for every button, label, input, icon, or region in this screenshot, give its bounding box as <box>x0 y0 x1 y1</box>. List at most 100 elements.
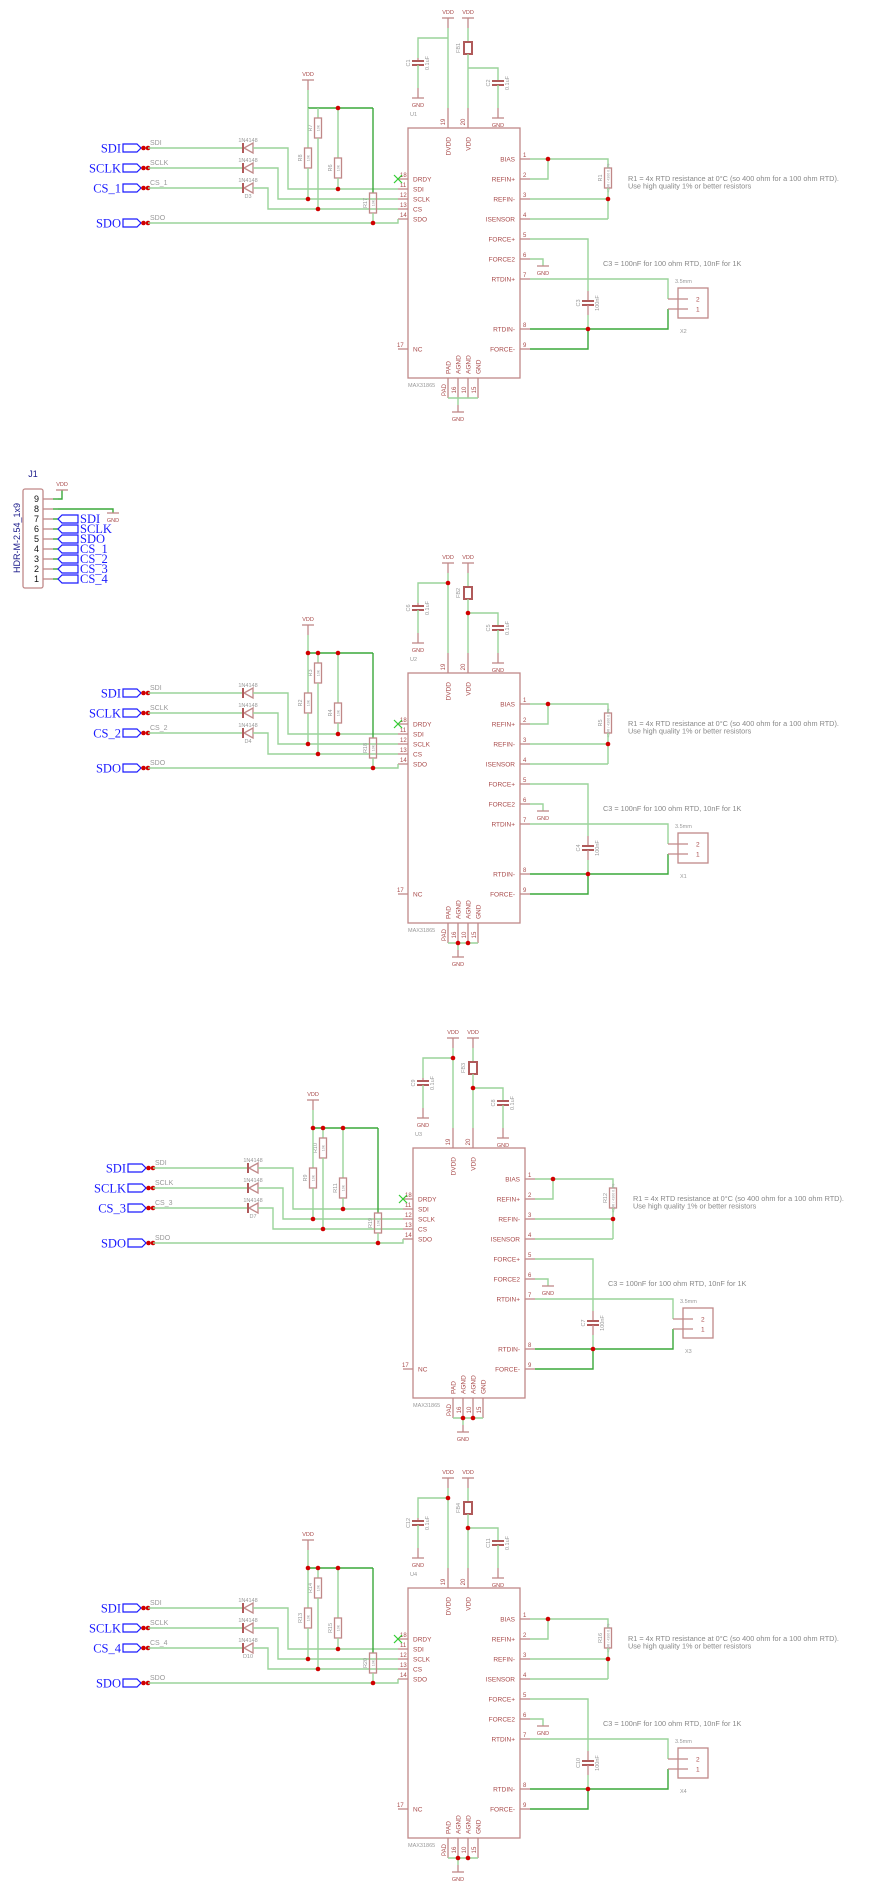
pin-name: DVDD <box>446 1597 453 1616</box>
pin-name: AGND <box>456 900 463 919</box>
pin-name: DVDD <box>446 682 453 701</box>
junction-dot <box>315 1565 321 1571</box>
diode: 1N4148 <box>238 138 258 155</box>
header-port-label: CS_2 <box>80 552 108 566</box>
header-port-shape <box>57 554 79 564</box>
junction-dot <box>305 196 311 202</box>
vdd-label: VDD <box>442 555 454 561</box>
capacitor-value: 100nF <box>595 1755 601 1771</box>
port-shape <box>127 1238 147 1248</box>
junction-dot <box>141 185 146 191</box>
wire <box>58 508 114 513</box>
junction-dot <box>605 196 611 202</box>
pin-name: BIAS <box>500 1616 515 1623</box>
wire <box>530 238 589 291</box>
header-pin-number: 4 <box>34 544 39 554</box>
no-connect-mark <box>393 719 403 729</box>
junction-dot <box>445 1495 451 1501</box>
wire <box>417 1497 448 1518</box>
note-r-ref: R1 = 4x RTD resistance at 0°C (so 400 oh… <box>628 719 839 728</box>
pin-number: 12 <box>400 738 407 744</box>
diode-triangle <box>242 686 254 700</box>
vdd-label: VDD <box>56 482 68 488</box>
ferrite-body <box>468 1061 478 1075</box>
capacitor-value: 100nF <box>595 840 601 856</box>
wire <box>417 582 448 603</box>
pin-number: 3 <box>528 1213 532 1219</box>
resistor-value: 430R / 4300 0.1% <box>606 1623 610 1653</box>
wire <box>253 732 398 755</box>
junction-dot <box>320 1226 326 1232</box>
port-shape <box>122 143 142 153</box>
port-shape <box>122 163 142 173</box>
port-label: CS_1 <box>93 181 121 195</box>
gnd-label: GND <box>457 1437 469 1443</box>
resistor-ref: R1 <box>598 174 604 181</box>
note-c-filter: C3 = 100nF for 100 ohm RTD, 10nF for 1K <box>608 1279 747 1288</box>
pin-name: GND <box>481 1379 488 1394</box>
header-port-label: SDI <box>80 512 100 526</box>
junction-dot <box>335 1565 341 1571</box>
pin-number: 16 <box>452 1846 458 1853</box>
gnd-symbol: GND <box>537 810 549 822</box>
vdd-label: VDD <box>307 1092 319 1098</box>
junction-dot <box>335 1646 341 1652</box>
resistor-value: 10K <box>316 1584 320 1591</box>
port-label: SDO <box>96 761 121 775</box>
max31865-ic: MAX3186519DVDD20VDDPADPAD16AGND10AGND15G… <box>397 108 530 398</box>
junction-dot <box>141 710 146 716</box>
pin-number: 3 <box>523 738 527 744</box>
wire <box>473 1087 504 1101</box>
port-shape <box>122 183 142 193</box>
pin-name: SDI <box>413 731 424 738</box>
vdd-symbol: VDD <box>442 555 454 564</box>
connector-pin-number: 2 <box>696 297 700 304</box>
capacitor-ref: C8 <box>491 1099 497 1106</box>
net-label: SDO <box>150 1675 166 1682</box>
wire <box>253 187 398 210</box>
ic-body <box>407 1587 521 1839</box>
note-resistor-quality: Use high quality 1% or better resistors <box>628 727 752 736</box>
wire <box>535 1278 549 1286</box>
junction-dot <box>340 1206 346 1212</box>
wire <box>535 1179 554 1200</box>
junction-dot <box>585 871 591 877</box>
junction-dot <box>141 165 146 171</box>
pin-name: REFIN+ <box>497 1196 521 1203</box>
gnd-symbol: GND <box>412 1557 424 1569</box>
pin-name: CS <box>413 1666 423 1673</box>
pin-name: SDO <box>413 216 427 223</box>
junction-dot <box>310 1125 316 1131</box>
ferrite-bead: FB2 <box>456 586 473 600</box>
wire <box>535 1258 594 1311</box>
pin-name: REFIN+ <box>492 1636 516 1643</box>
pin-name: FORCE+ <box>488 1696 515 1703</box>
resistor-ref: R6 <box>328 164 334 171</box>
pin-number: 13 <box>400 1663 407 1669</box>
pin-name: FORCE2 <box>494 1276 521 1283</box>
junction-dot <box>585 1786 591 1792</box>
port-label: CS_2 <box>93 726 121 740</box>
port-shape <box>122 763 142 773</box>
junction-dot <box>545 1616 551 1622</box>
port-shape <box>122 218 142 228</box>
pin-number: 6 <box>528 1273 532 1279</box>
pin-number: 18 <box>405 1193 412 1199</box>
wire <box>530 854 669 875</box>
connector-body <box>677 832 709 864</box>
pin-number: 11 <box>400 728 407 734</box>
wire <box>530 1769 669 1790</box>
wire <box>530 258 544 266</box>
capacitor-ref: C2 <box>486 79 492 86</box>
pin-number: 19 <box>441 118 447 125</box>
note-resistor-quality: Use high quality 1% or better resistors <box>633 1202 757 1211</box>
pin-number: 6 <box>523 1713 527 1719</box>
pin-name: SCLK <box>413 196 431 203</box>
ferrite-ref: FB2 <box>456 588 462 598</box>
